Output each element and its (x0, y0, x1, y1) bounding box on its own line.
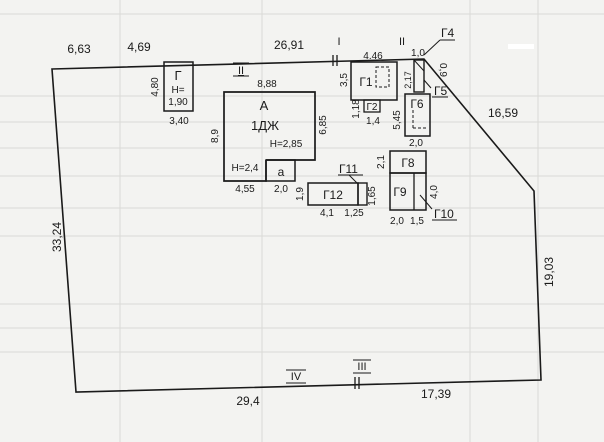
dim-bottom-left: 29,4 (236, 394, 260, 408)
g11-right: 1,65 (367, 186, 378, 206)
dim-top-c: 26,91 (274, 38, 304, 52)
dim-right-small: 0,9 (437, 63, 448, 77)
building-g1: Г1 3,5 (339, 61, 398, 101)
white-mark (508, 44, 534, 49)
building-g: Г Н= 1,90 3,40 4,80 (150, 61, 194, 127)
g9-right: 4,0 (429, 185, 440, 199)
building-g9: Г9 4,0 2,0 1,5 (389, 172, 440, 227)
g2-bottom: 1,4 (366, 116, 380, 127)
g2-label: Г2 (367, 102, 378, 113)
annex-a-label: а (278, 165, 285, 179)
building-a-bottom: 4,55 (235, 184, 255, 195)
building-a-height: Н=2,85 (270, 139, 303, 150)
building-a-right: 6,85 (318, 115, 329, 135)
g9-bottom-b: 1,5 (410, 216, 424, 227)
building-g2: Г2 1,18 1,4 (351, 99, 381, 127)
building-g12: Г12 1,9 4,1 1,25 (295, 182, 364, 219)
g2-left: 1,18 (351, 99, 362, 119)
marker-ii-roman: II (238, 65, 244, 77)
plot-dimensions: 6,63 4,69 26,91 4.46 1,0 0,9 16,59 19,03… (50, 38, 556, 408)
building-a-top: 8,88 (257, 79, 277, 90)
building-g10: Г10 (419, 194, 457, 221)
dim-top-b: 4,69 (127, 40, 151, 54)
g8-left: 2,1 (376, 155, 387, 169)
g8-label: Г8 (401, 156, 414, 170)
dim-left: 33,24 (50, 222, 64, 252)
building-g5: 2,17 Г5 (403, 59, 448, 98)
building-g8: Г8 2,1 (376, 150, 427, 174)
boundary-markers: I II II III IV (233, 36, 405, 384)
g5-label: Г5 (434, 84, 447, 98)
dim-right-top: 16,59 (488, 106, 518, 120)
g12-bottom-a: 4,1 (320, 208, 334, 219)
annex-a-bottom: 2,0 (274, 184, 288, 195)
g11-label: Г11 (339, 162, 358, 176)
dim-top-a: 6,63 (67, 42, 91, 56)
plot-boundary (51, 58, 542, 393)
dim-top-e: 1,0 (411, 48, 425, 59)
annex-a-height: Н=2,4 (232, 163, 259, 174)
dim-right-bottom: 19,03 (542, 257, 556, 287)
g4-label: Г4 (441, 26, 454, 40)
marker-iii: III (357, 361, 366, 373)
marker-ii: II (399, 36, 405, 48)
g12-label: Г12 (323, 188, 343, 202)
dim-bottom-right: 17,39 (421, 387, 451, 401)
g5-side: 2,17 (403, 71, 413, 89)
g9-label: Г9 (393, 185, 406, 199)
g12-left: 1,9 (295, 187, 306, 201)
building-g11: Г11 1,65 (338, 162, 378, 206)
g1-label: Г1 (359, 75, 372, 89)
dim-top-d: 4.46 (363, 51, 383, 62)
building-a-annex: а Н=2,4 2,0 (232, 159, 296, 195)
building-g-width: 3,40 (169, 116, 189, 127)
g10-label: Г10 (434, 207, 454, 221)
building-a-sub: 1ДЖ (251, 118, 279, 133)
marker-i: I (337, 36, 340, 48)
building-g-height-value: 1,90 (168, 97, 188, 108)
building-g-label: Г (174, 68, 181, 83)
g9-bottom-a: 2,0 (390, 216, 404, 227)
g12-bottom-b: 1,25 (344, 208, 364, 219)
building-g-side: 4,80 (150, 77, 161, 97)
marker-iv: IV (291, 371, 302, 383)
building-g6: Г6 5,45 2,0 (392, 93, 431, 149)
building-a-label: А (260, 98, 269, 113)
g6-left: 5,45 (392, 110, 403, 130)
building-a-left: 8,9 (210, 129, 221, 143)
g1-left: 3,5 (339, 73, 350, 87)
boundary-ticks (332, 55, 360, 389)
building-g-height-label: Н= (171, 85, 184, 96)
g6-bottom: 2,0 (409, 138, 423, 149)
g6-label: Г6 (410, 97, 423, 111)
building-g4: Г4 (423, 26, 455, 56)
